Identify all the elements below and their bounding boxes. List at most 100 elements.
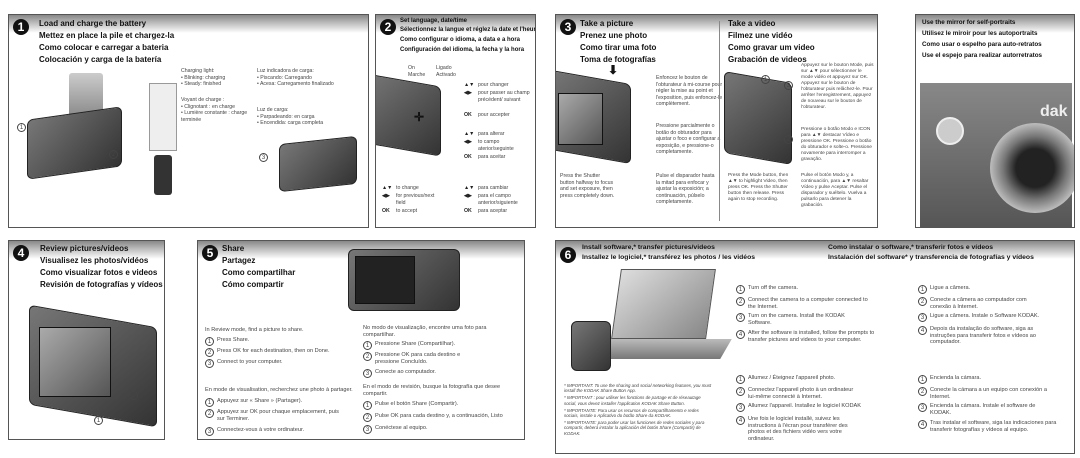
title-fr: Partagez — [222, 256, 256, 265]
mirror-title-pt: Como usar o espelho para auto-retratos — [922, 41, 1042, 48]
lens-image — [990, 123, 1074, 213]
ctl-en-1: ▲▼to change — [382, 185, 419, 191]
ctl-es-2: ◀▶para el campo anterior/siguiente — [464, 193, 518, 206]
charging-light-fr: Voyant de charge : • Clignotant : en cha… — [181, 97, 248, 123]
camera-image — [571, 321, 611, 371]
ctl-pt-1: ▲▼para alterar — [464, 131, 505, 137]
panel-take-picture-video: 3 Take a picture Prenez une photo Como t… — [555, 14, 878, 228]
panel-install-software: 6 Install software,* transfer pictures/v… — [555, 240, 1075, 454]
camera-image — [27, 106, 122, 180]
title-pt: Como tirar uma foto — [580, 43, 657, 52]
divider — [719, 21, 720, 221]
wall-outlet-image — [149, 83, 177, 151]
camera-screen-image — [39, 327, 111, 397]
title-en: Load and charge the battery — [39, 19, 147, 28]
share-menu-screen — [355, 256, 415, 304]
video-es: Pulse el botón Modo y, a continuación, p… — [801, 173, 869, 208]
charging-light-es: Luz de carga: • Parpadeando: en carga • … — [257, 107, 324, 126]
title-en: Set language, date/time — [400, 18, 468, 24]
on-label: On Marche — [408, 65, 426, 78]
camera-charging-image — [279, 135, 357, 193]
laptop-image — [611, 269, 716, 339]
title-es: Cómo compartir — [222, 280, 284, 289]
camera-back-image — [376, 73, 441, 157]
title-fr: Visualisez les photos/vidéos — [40, 256, 149, 265]
title-en: Install software,* transfer pictures/vid… — [582, 244, 715, 251]
mirror-title-en: Use the mirror for self-portraits — [922, 19, 1016, 26]
picture-pt: Pressione parcialmente o botão do obtura… — [656, 123, 721, 155]
on-label-pt-es: Ligado Activado — [436, 65, 456, 78]
picture-fr: Enfoncez le bouton de l'obturateur à mi-… — [656, 75, 723, 107]
charger-image — [154, 155, 172, 195]
camera-video-image — [724, 71, 792, 165]
title-es: Instalación del software* y transferenci… — [828, 254, 1034, 261]
title-pt: Como compartilhar — [222, 268, 296, 277]
mirror-image — [936, 117, 964, 145]
video-en: Press the Mode button, then ▲▼ to highli… — [728, 173, 789, 202]
title-fr: Sélectionnez la langue et réglez la date… — [400, 27, 536, 33]
charging-light-pt: Luz indicadora de carga: • Piscando: Car… — [257, 68, 334, 87]
title-fr: Prenez une photo — [580, 31, 648, 40]
ctl-es-1: ▲▼para cambiar — [464, 185, 509, 191]
share-en-intro: In Review mode, find a picture to share. — [205, 327, 304, 333]
step-number: 4 — [13, 245, 29, 261]
share-pt-intro: No modo de visualização, encontre uma fo… — [363, 325, 487, 338]
step-number: 2 — [380, 19, 396, 35]
laptop-base-image — [595, 339, 732, 359]
title-en: Share — [222, 244, 245, 253]
dpad-arrows-icon: ✛ — [414, 110, 425, 124]
important-notes: * IMPORTANT: To use the sharing and soci… — [564, 383, 712, 436]
camera-share-image — [348, 249, 460, 311]
mirror-title-fr: Utilisez le miroir pour les autoportrait… — [922, 30, 1038, 37]
step-number: 1 — [13, 19, 29, 35]
panel-charge-battery: 1 Load and charge the battery Mettez en … — [8, 14, 369, 228]
title-pt: Como configurar o idioma, a data e a hor… — [400, 37, 521, 43]
title-en: Review pictures/videos — [40, 244, 129, 253]
title-es: Colocación y carga de la batería — [39, 55, 162, 64]
title-pt: Como visualizar fotos e videos — [40, 268, 158, 277]
title-pt: Como instalar o software,* transferir fo… — [828, 244, 994, 251]
press-shutter-arrow-icon: ⬇ — [608, 63, 619, 77]
panel-review: 4 Review pictures/videos Visualisez les … — [8, 240, 165, 440]
title-es: Revisión de fotografías y vídeos — [40, 280, 163, 289]
title-es: Configuración del idioma, la fecha y la … — [400, 47, 525, 53]
panel-set-language: 2 Set language, date/time Sélectionnez l… — [375, 14, 536, 228]
step-number: 6 — [560, 247, 576, 263]
video-title-es: Grabación de videos — [728, 55, 807, 64]
video-title-pt: Como gravar um video — [728, 43, 815, 52]
picture-es: Pulse el disparador hasta la mitad para … — [656, 173, 715, 205]
charging-light-en: Charging light: • Blinking: charging • S… — [181, 68, 226, 87]
share-es-intro: En el modo de revisión, busque la fotogr… — [363, 384, 501, 397]
title-fr: Mettez en place la pile et chargez-la — [39, 31, 175, 40]
camera-front-image: dak — [920, 83, 1074, 227]
